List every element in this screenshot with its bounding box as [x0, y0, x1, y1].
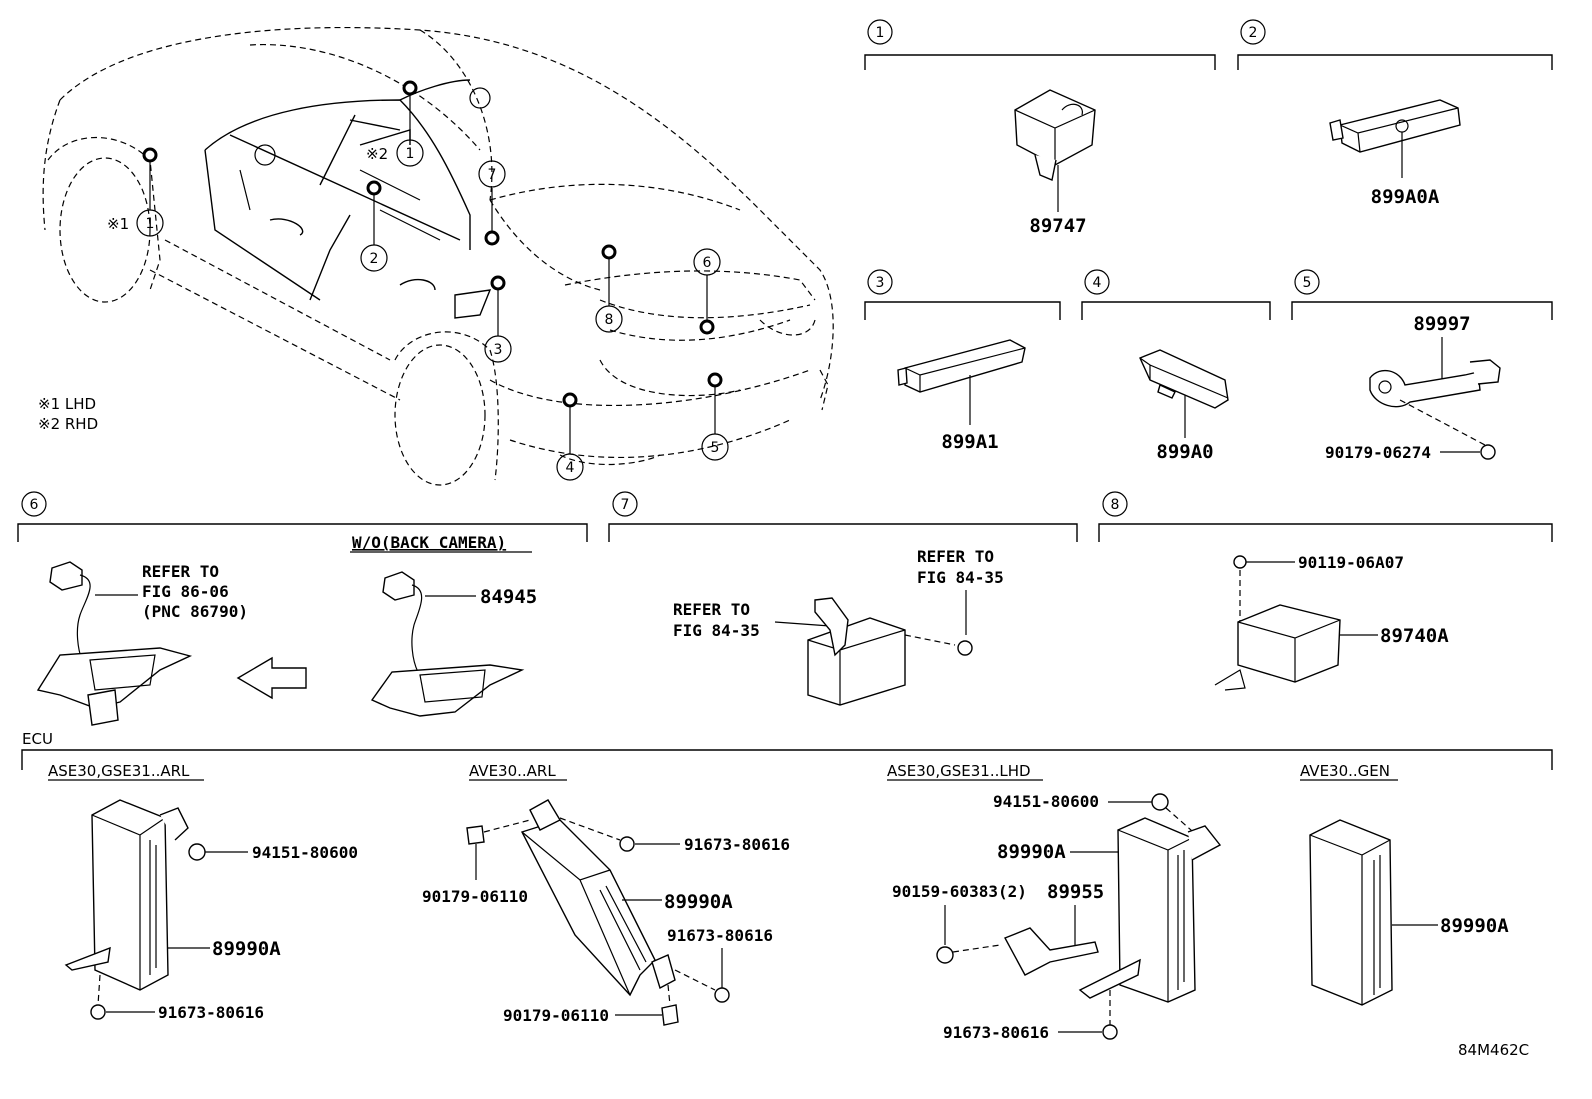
ecu-v1-ecu: 89990A — [212, 938, 281, 960]
section-3-sensor: 899A1 — [897, 339, 1026, 453]
ecu-v3-bolt: 91673-80616 — [943, 1023, 1049, 1042]
ecu-v3-screw: 90159-60383(2) — [892, 882, 1027, 901]
note-rhd: ※2 RHD — [38, 415, 98, 433]
part-89747: 89747 — [1029, 215, 1086, 237]
car-callout-3: 3 — [494, 342, 503, 358]
part-899A0: 899A0 — [1156, 441, 1213, 463]
part-89740A: 89740A — [1380, 625, 1449, 647]
ecu-v2-label: AVE30..ARL — [469, 762, 556, 780]
note-lhd: ※1 LHD — [38, 395, 96, 413]
section-8-number: 8 — [1111, 497, 1120, 513]
part-90179-06274: 90179-06274 — [1325, 443, 1431, 462]
section-3-number: 3 — [876, 275, 885, 291]
car-callout-6: 6 — [703, 255, 712, 271]
figure-code: 84M462C — [1458, 1041, 1529, 1059]
car-callout-8: 8 — [605, 312, 614, 328]
car-callout-4: 4 — [566, 460, 575, 476]
section-8-airbag-sensor: 90119-06A07 89740A — [1214, 553, 1449, 691]
section-7-module: REFER TO FIG 84-35 REFER TO FIG 84-35 — [673, 547, 1004, 706]
section-2-number: 2 — [1249, 25, 1258, 41]
section-4-number: 4 — [1093, 275, 1102, 291]
car-callout-1a: 1 — [146, 216, 155, 232]
variant-wo-back-camera: W/O(BACK CAMERA) — [352, 533, 506, 552]
refer-86-06-line1: REFER TO — [142, 562, 219, 581]
section-6-harness: W/O(BACK CAMERA) REFER TO FIG 86-06 (PNC… — [36, 533, 537, 726]
car-callout-5: 5 — [711, 440, 720, 456]
part-899A0A: 899A0A — [1371, 186, 1440, 208]
ecu-v2-bolt1: 91673-80616 — [684, 835, 790, 854]
refer-84-35-b-line1: REFER TO — [917, 547, 994, 566]
section-brackets — [17, 19, 1553, 770]
refer-86-06-line2: FIG 86-06 — [142, 582, 229, 601]
section-2-sensor: 899A0A — [1329, 99, 1461, 208]
ecu-section: ECU ASE30,GSE31..ARL 94151-80600 89990A … — [22, 730, 1509, 1042]
ecu-v3-ecu: 89990A — [997, 841, 1066, 863]
refer-86-06-line3: (PNC 86790) — [142, 602, 248, 621]
ecu-v4-ecu: 89990A — [1440, 915, 1509, 937]
car-callout-2: 2 — [370, 251, 379, 267]
ecu-v1-nut: 94151-80600 — [252, 843, 358, 862]
ecu-v2-bolt2: 91673-80616 — [667, 926, 773, 945]
rhd-mark: ※2 — [366, 145, 388, 163]
ecu-title: ECU — [22, 730, 53, 748]
part-899A1: 899A1 — [941, 431, 998, 453]
part-84945: 84945 — [480, 586, 537, 608]
section-4-sensor: 899A0 — [1139, 349, 1229, 463]
refer-84-35-a-line1: REFER TO — [673, 600, 750, 619]
car-callout-labels: 1 1 2 7 3 8 6 5 4 ※1 ※2 ※1 LHD ※2 RHD — [38, 145, 719, 476]
ecu-v2-clip2: 90179-06110 — [503, 1006, 609, 1025]
ecu-v2-clip1: 90179-06110 — [422, 887, 528, 906]
ecu-v1-bolt: 91673-80616 — [158, 1003, 264, 1022]
ecu-v2-ecu: 89990A — [664, 891, 733, 913]
ecu-v1-label: ASE30,GSE31..ARL — [48, 762, 190, 780]
part-89997: 89997 — [1413, 313, 1470, 335]
lhd-mark: ※1 — [107, 215, 129, 233]
part-90119-06A07: 90119-06A07 — [1298, 553, 1404, 572]
section-6-number: 6 — [30, 497, 39, 513]
car-callout-7: 7 — [488, 167, 497, 183]
section-5-number: 5 — [1303, 275, 1312, 291]
refer-84-35-a-line2: FIG 84-35 — [673, 621, 760, 640]
section-1-number: 1 — [876, 25, 885, 41]
section-5-sensor: 89997 90179-06274 — [1325, 313, 1501, 462]
car-callouts — [136, 80, 729, 481]
ecu-v3-bracket: 89955 — [1047, 881, 1104, 903]
section-7-number: 7 — [621, 497, 630, 513]
section-1-sensor: 89747 — [1014, 89, 1096, 237]
refer-84-35-b-line2: FIG 84-35 — [917, 568, 1004, 587]
section-numbers: 1 2 3 4 5 6 7 8 — [30, 25, 1312, 513]
car-illustration — [42, 26, 834, 486]
car-callout-1b: 1 — [406, 146, 415, 162]
ecu-v3-nut: 94151-80600 — [993, 792, 1099, 811]
ecu-v3-label: ASE30,GSE31..LHD — [887, 762, 1031, 780]
ecu-v4-label: AVE30..GEN — [1300, 762, 1390, 780]
